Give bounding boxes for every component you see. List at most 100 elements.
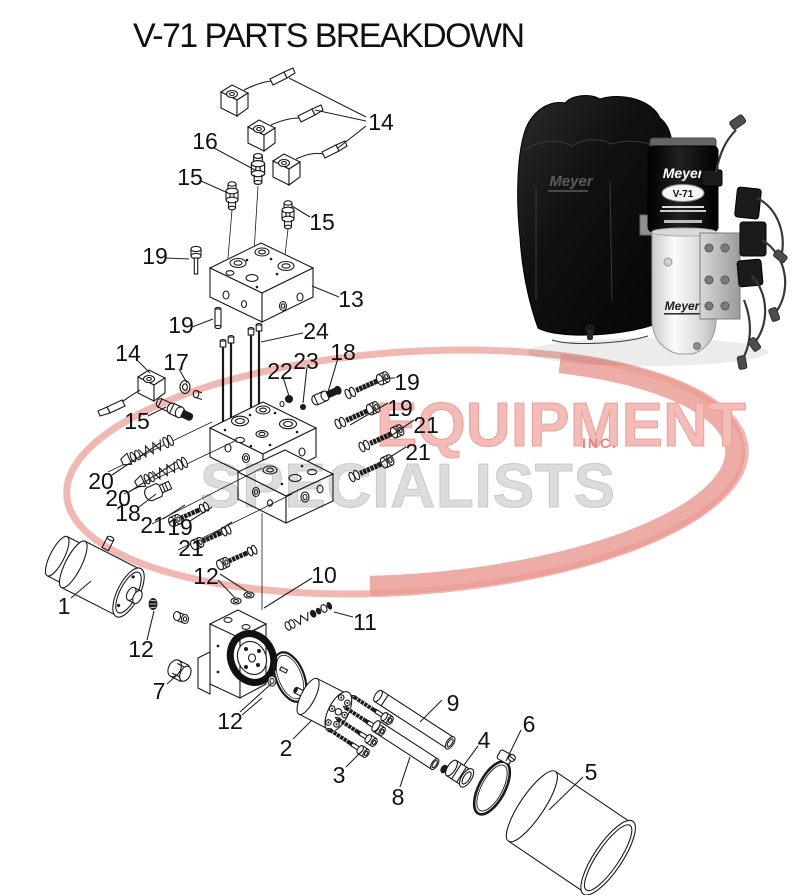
- leader-line: [359, 377, 395, 391]
- page-title: V-71 PARTS BREAKDOWN: [133, 17, 525, 55]
- callout-18: 18: [115, 493, 157, 526]
- callout-12: 12: [128, 610, 155, 662]
- leader-line: [282, 376, 290, 397]
- watermark-inc: INC.: [582, 435, 618, 451]
- exploded-diagram: [44, 67, 636, 895]
- coupler: [172, 610, 190, 625]
- callout-17: 17: [163, 349, 189, 384]
- check-valve-11: [284, 602, 333, 631]
- leader-line: [333, 611, 354, 618]
- return-tube-9: [373, 689, 456, 750]
- watermark: EQUIPMENT INC. SPECIALISTS: [63, 346, 749, 598]
- leader-line: [191, 318, 214, 328]
- leader-line: [387, 419, 415, 439]
- leader-line: [239, 683, 272, 713]
- leader-line: [165, 257, 190, 260]
- callout-10: 10: [263, 562, 337, 609]
- callout-7: 7: [153, 675, 177, 704]
- part-number-label: 11: [353, 609, 377, 635]
- part-number-label: 23: [293, 348, 319, 374]
- wire-connectors: [729, 114, 788, 370]
- leader-line: [260, 332, 304, 343]
- part-number-label: 12: [217, 708, 243, 734]
- callout-2: 2: [280, 719, 313, 761]
- callout-21: 21: [178, 521, 233, 561]
- part-number-label: 14: [115, 340, 141, 366]
- leader-line: [189, 506, 213, 522]
- leader-line: [375, 446, 407, 467]
- part-number-label: 21: [405, 439, 431, 465]
- leader-line: [419, 699, 443, 723]
- callout-9: 9: [419, 690, 459, 723]
- leader-line: [217, 579, 236, 599]
- cover-logo-underline: [548, 190, 588, 192]
- leader-line: [399, 756, 411, 788]
- part-number-label: 19: [142, 243, 168, 269]
- part-number-label: 22: [267, 358, 293, 384]
- part-number-label: 12: [128, 636, 154, 662]
- callout-24: 24: [260, 318, 329, 344]
- part-number-label: 12: [193, 563, 219, 589]
- reservoir-tank-5: [505, 770, 636, 895]
- watermark-crescent: [66, 347, 746, 597]
- part-number-label: 1: [58, 593, 71, 619]
- part-number-label: 15: [124, 408, 150, 434]
- plug-7: [167, 659, 192, 683]
- leader-line: [292, 719, 313, 740]
- part-number-label: 3: [333, 762, 346, 788]
- leader-line: [327, 357, 339, 393]
- callout-20: 20: [105, 461, 177, 511]
- leader-line: [162, 504, 186, 520]
- relief-parts-left: [107, 421, 293, 572]
- leader-line: [166, 675, 177, 685]
- watermark-specialists: SPECIALISTS: [200, 452, 618, 521]
- callout-14: 14: [115, 340, 151, 374]
- leader-line: [263, 577, 313, 609]
- part-number-label: 15: [177, 164, 203, 190]
- leader-line: [505, 729, 522, 762]
- callout-19: 19: [142, 243, 190, 269]
- model-badge-label: V-71: [673, 189, 694, 200]
- part-number-label: 19: [167, 514, 193, 540]
- watermark-equipment: EQUIPMENT: [376, 391, 749, 460]
- cartridge-18: [311, 385, 342, 406]
- part-number-label: 16: [192, 128, 218, 154]
- leader-line: [138, 493, 157, 508]
- part-number-label: 15: [309, 209, 335, 235]
- callout-3: 3: [333, 750, 363, 788]
- cover-photo: [517, 95, 674, 336]
- coil-14-left: [97, 369, 166, 417]
- callout-19: 19: [349, 395, 413, 426]
- leader-line: [311, 285, 340, 298]
- leader-line: [345, 750, 363, 768]
- leader-line: [200, 180, 229, 194]
- callout-4: 4: [463, 727, 491, 766]
- callout-12: 12: [217, 683, 272, 734]
- leader-line: [135, 358, 151, 374]
- tank-logo-underline: [664, 313, 700, 315]
- callout-13: 13: [311, 285, 364, 312]
- callout-16: 16: [192, 128, 256, 171]
- leader-line: [146, 610, 155, 641]
- valve-block-upper: [208, 242, 315, 323]
- part-number-label: 5: [585, 759, 598, 785]
- leader-line: [147, 406, 167, 417]
- callout-21: 21: [140, 504, 186, 538]
- part-number-label: 24: [303, 318, 329, 344]
- part-number-label: 21: [178, 535, 204, 561]
- part-number-label: 14: [368, 109, 394, 135]
- dowel-pin: [214, 306, 222, 330]
- leader-line: [111, 442, 161, 476]
- callout-18: 18: [327, 339, 356, 393]
- part-number-label: 20: [105, 485, 131, 511]
- leader-line: [302, 366, 308, 404]
- motor-logo: Meyer: [663, 165, 705, 181]
- motor-fine-print: [660, 210, 706, 212]
- callout-19: 19: [168, 312, 214, 338]
- callout-8: 8: [392, 756, 411, 810]
- tank-logo: Meyer: [665, 299, 701, 313]
- leader-line: [219, 573, 249, 593]
- callout-14: 14: [288, 77, 394, 149]
- leader-line: [291, 205, 311, 218]
